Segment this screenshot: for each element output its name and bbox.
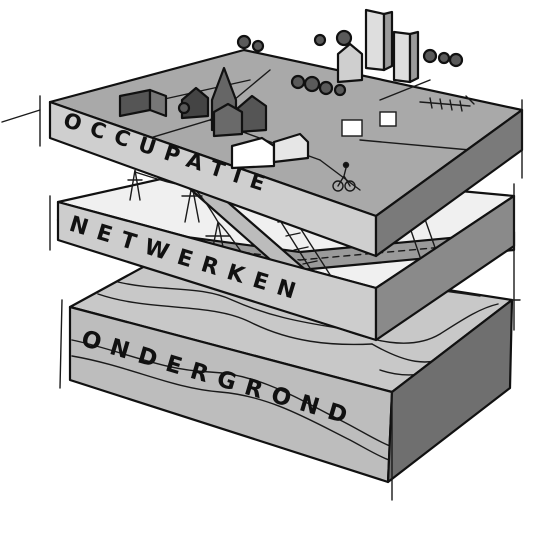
occupatie-towers: [338, 10, 418, 82]
